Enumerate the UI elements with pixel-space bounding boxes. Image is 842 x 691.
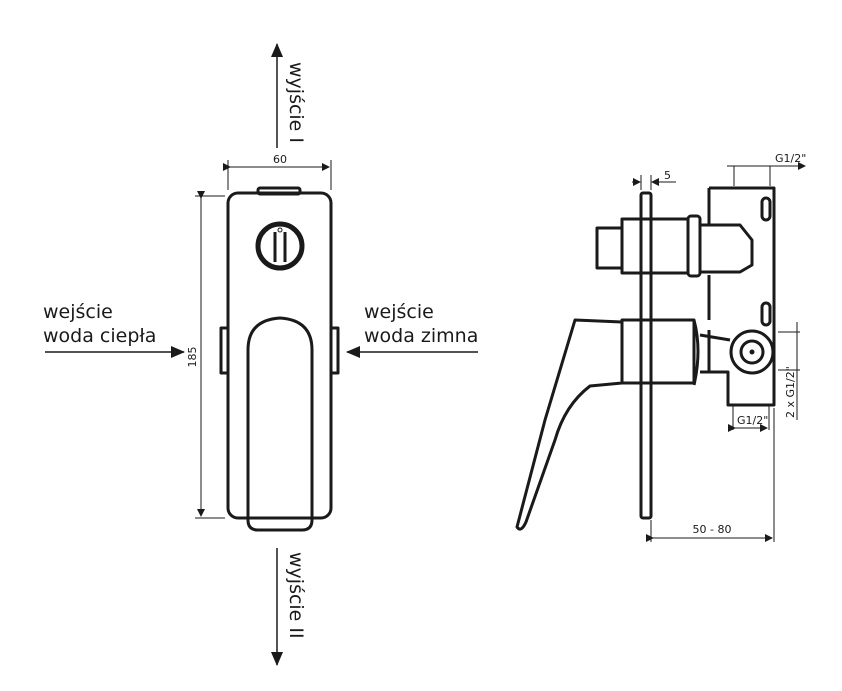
dim-width: 60 — [273, 153, 287, 166]
dim-plate-thickness: 5 — [664, 169, 671, 182]
cover-plate — [226, 191, 333, 520]
cold-inlet-label-1: wejście — [364, 301, 434, 323]
dim-height: 185 — [186, 347, 199, 368]
cold-inlet-label-2: woda zimna — [364, 325, 478, 347]
hot-inlet-label-2: woda ciepła — [43, 325, 156, 347]
front-view: 60 185 wyjście I wyjście II wejście woda… — [43, 43, 478, 666]
wall-plate — [639, 191, 653, 520]
outlet-1-label: wyjście I — [285, 62, 307, 143]
connection-port — [729, 329, 775, 375]
side-view: 5 G1/2" G1/2" 2 x G1/2" 50 - 80 — [515, 152, 806, 542]
diverter-knob — [255, 221, 305, 271]
lever-side — [515, 318, 624, 531]
dim-depth: 50 - 80 — [693, 523, 732, 536]
top-tab — [256, 186, 302, 196]
hot-inlet-label-1: wejście — [43, 301, 113, 323]
dim-top-connection: G1/2" — [775, 152, 806, 165]
dim-side-connections: 2 x G1/2" — [784, 366, 797, 418]
outlet-2-label: wyjście II — [285, 552, 307, 639]
side-tab-left — [219, 326, 230, 375]
dim-bottom-connection: G1/2" — [737, 414, 768, 427]
side-tab-right — [329, 326, 340, 375]
lever-handle — [246, 316, 314, 532]
